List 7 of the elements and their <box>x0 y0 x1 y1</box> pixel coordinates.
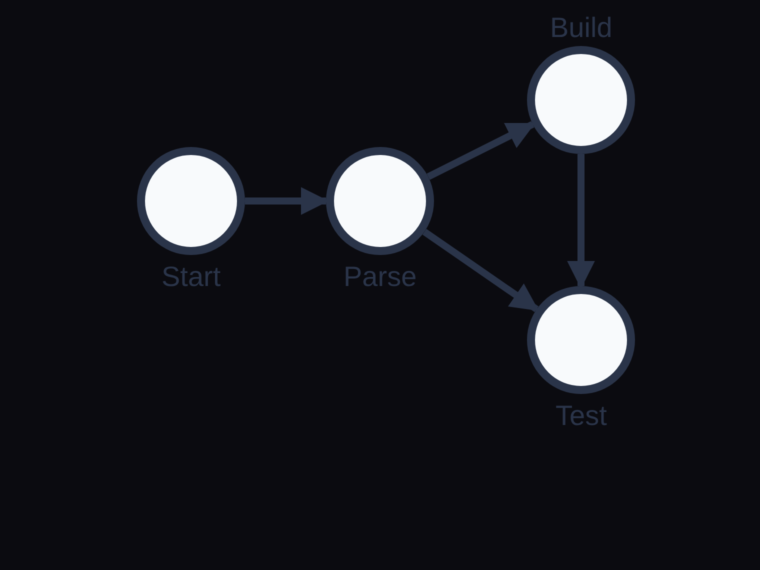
arrow <box>567 154 595 289</box>
node-label: Test <box>556 402 607 430</box>
arrow <box>426 121 536 180</box>
node-label: Parse <box>344 263 417 291</box>
node-label: Build <box>550 14 612 42</box>
arrow <box>422 228 539 312</box>
node-label: Start <box>162 263 221 291</box>
